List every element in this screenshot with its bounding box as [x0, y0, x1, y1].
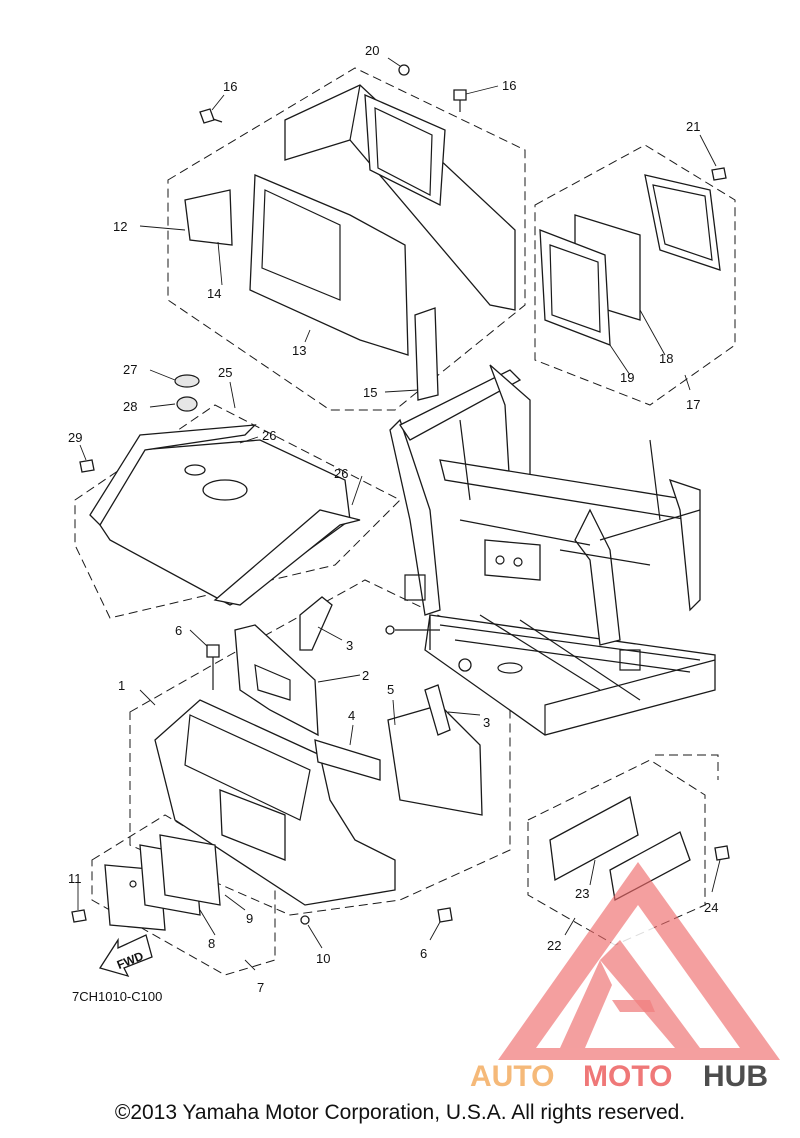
callout-25: 25: [218, 365, 232, 380]
callout-20: 20: [365, 43, 379, 58]
callout-11: 11: [68, 871, 82, 886]
fwd-arrow: FWD: [98, 934, 153, 978]
callout-17: 17: [686, 397, 700, 412]
callout-24: 24: [704, 900, 718, 915]
callout-5: 5: [387, 682, 394, 697]
leader-lines: [77, 57, 721, 971]
callout-3: 3: [346, 638, 353, 653]
rear-panel-group: [184, 64, 516, 401]
callout-29: 29: [68, 430, 82, 445]
watermark-text: AUTO MOTO HUB: [470, 1060, 768, 1093]
top-cover-group: [79, 374, 361, 606]
callout-23: 23: [575, 886, 589, 901]
callout-18: 18: [659, 351, 673, 366]
watermark-logo: [498, 862, 780, 1060]
callout-13: 13: [292, 343, 306, 358]
copyright-notice: ©2013 Yamaha Motor Corporation, U.S.A. A…: [114, 1101, 686, 1124]
callout-6: 6: [420, 946, 427, 961]
callout-3: 3: [483, 715, 490, 730]
callout-16: 16: [502, 78, 516, 93]
callout-28: 28: [123, 399, 137, 414]
callout-27: 27: [123, 362, 137, 377]
callout-19: 19: [620, 370, 634, 385]
callout-9: 9: [246, 911, 253, 926]
filter-group: [539, 167, 727, 346]
callout-26: 26: [262, 428, 276, 443]
callout-12: 12: [113, 219, 127, 234]
watermark-auto: AUTO: [470, 1060, 554, 1093]
callout-8: 8: [208, 936, 215, 951]
callout-labels: 1 2 3 3 4 5 6 6 7 8 9 10 11 12 13 14 15 …: [68, 43, 718, 995]
callout-6: 6: [175, 623, 182, 638]
callout-16: 16: [223, 79, 237, 94]
watermark-hub: HUB: [703, 1060, 768, 1093]
callout-26: 26: [334, 466, 348, 481]
lower-left-group: [71, 834, 310, 931]
callout-15: 15: [363, 385, 377, 400]
group-outlines: [74, 67, 736, 976]
callout-10: 10: [316, 951, 330, 966]
callout-4: 4: [348, 708, 355, 723]
callout-21: 21: [686, 119, 700, 134]
front-panel-group: [154, 596, 483, 923]
callout-14: 14: [207, 286, 221, 301]
frame-chassis: [385, 364, 716, 736]
callout-7: 7: [257, 980, 264, 995]
callout-1: 1: [118, 678, 125, 693]
callout-2: 2: [362, 668, 369, 683]
diagram-code: 7CH1010-C100: [72, 989, 162, 1004]
callout-22: 22: [547, 938, 561, 953]
watermark-moto: MOTO: [583, 1060, 672, 1093]
